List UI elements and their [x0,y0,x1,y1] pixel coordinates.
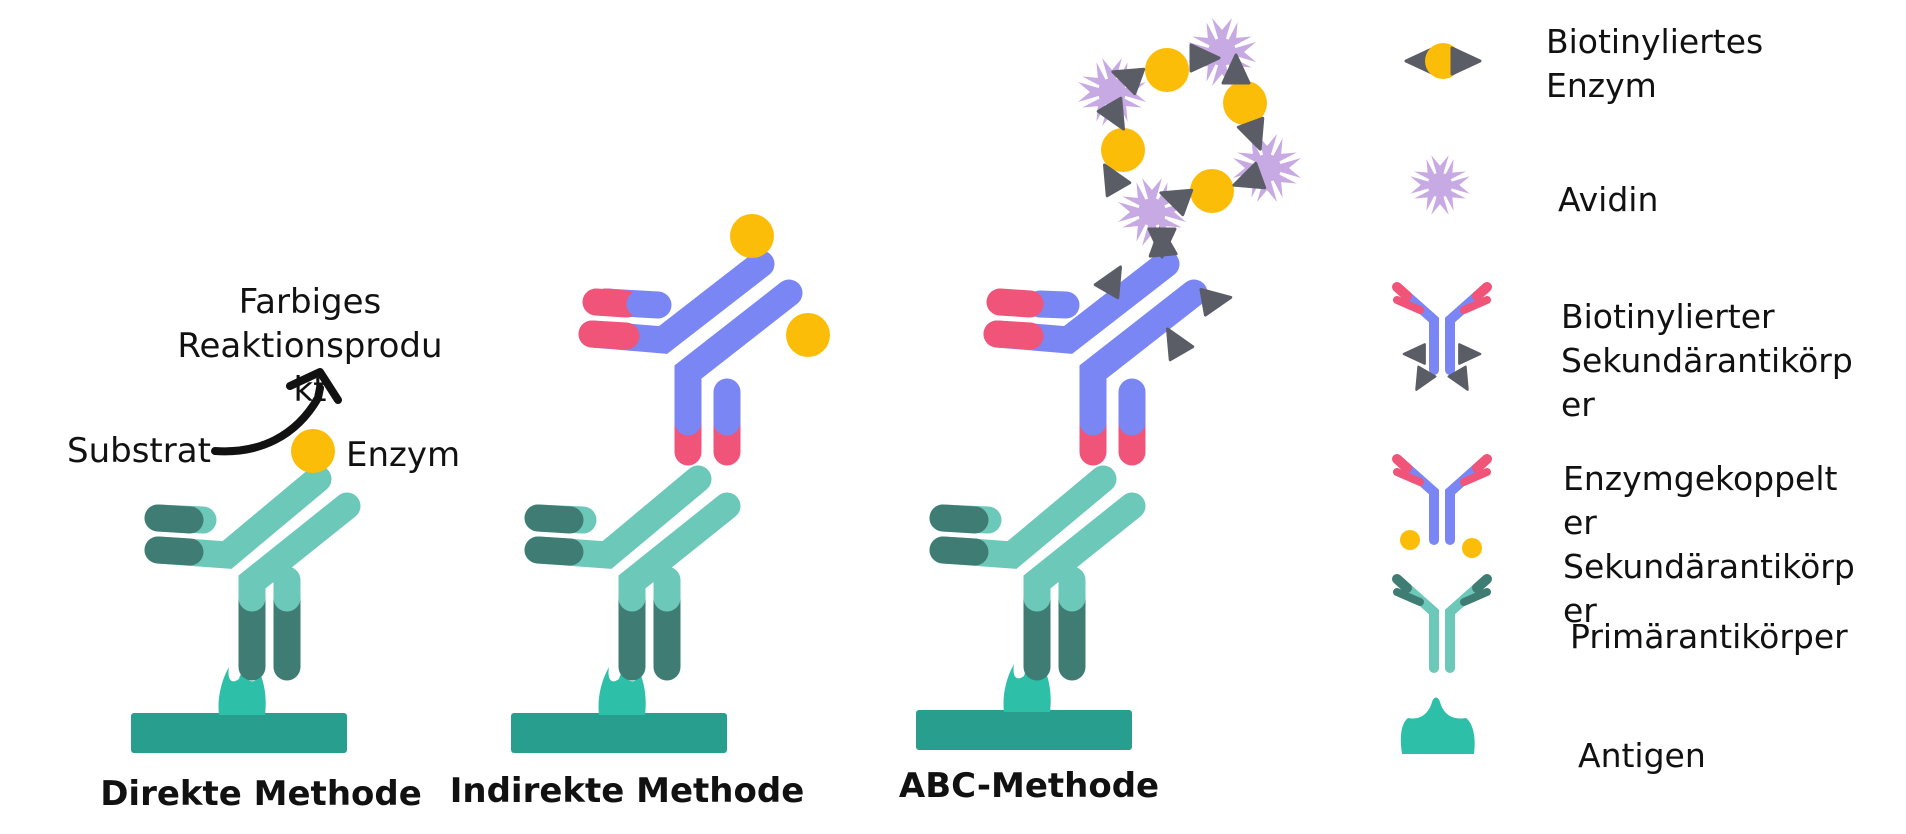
enzyme-circle [1101,128,1145,172]
avidin-icon [1233,134,1301,202]
enzyme-circle [730,214,774,258]
enzyme-circle [291,429,335,473]
method-title-direct: Direkte Methode [100,774,422,814]
enzyme-circle [1145,48,1189,92]
antigen-surface-1 [131,667,347,753]
antigen-surface-3 [916,664,1132,750]
legend-avidin: Avidin [1558,180,1658,219]
enzyme-circle [1223,81,1267,125]
enzyme-circle [1462,538,1482,558]
legend-biotinylated-enzyme-line-1: Biotinyliertes [1546,22,1763,61]
method-title-indirect: Indirekte Methode [450,771,805,811]
legend-enzyme-secondary-line-1: Enzymgekoppelt [1563,459,1838,498]
enzyme-circle [1190,169,1234,213]
secondary-antibody-enzyme [578,250,803,466]
legend-primary: Primärantikörper [1570,617,1848,656]
method-title-abc: ABC-Methode [899,766,1159,806]
legend-enzyme-secondary-icon [1392,454,1492,545]
legend-antigen-icon [1400,697,1475,754]
legend-enzyme-secondary-line-3: Sekundärantikörp [1563,547,1855,586]
legend-enzyme-secondary-line-2: er [1563,503,1597,542]
product-label-line-3: kt [293,370,326,410]
product-label-line-1: Farbiges [239,282,382,322]
arrow-head-icon [286,368,342,404]
biotin-icon [1402,343,1426,365]
enzyme-circle [1400,530,1420,550]
legend-biotinylated-enzyme-line-2: Enzym [1546,66,1657,105]
substrate-label: Substrat [67,431,211,471]
biotin-icon [1458,343,1482,365]
reaction-arrow [211,384,324,456]
legend-enzyme-secondary-line-4: er [1563,591,1597,630]
legend-avidin-icon [1410,155,1470,215]
primary-antibody-2 [524,465,741,681]
legend-biotinylated-secondary-line-1: Biotinylierter [1561,297,1775,336]
panel-abc: ABC-Methode [899,18,1301,806]
legend: Biotinyliertes Enzym Avidin Biotinyliert… [1392,22,1855,775]
legend-biotinylated-secondary-icon [1392,282,1492,375]
legend-antigen: Antigen [1578,736,1706,775]
product-label-line-2: Reaktionsprodu [177,326,442,366]
antigen-surface-2 [511,667,727,753]
legend-primary-icon [1392,574,1492,673]
primary-antibody-3 [929,465,1146,681]
primary-antibody-1 [144,465,361,681]
legend-biotinylated-enzyme-icon [1404,43,1482,79]
secondary-antibody-biotinylated [983,250,1208,466]
enzyme-label: Enzym [346,435,460,475]
panel-direct: Farbiges Reaktionsprodu kt Substrat Enzy… [67,282,460,814]
panel-indirect: Indirekte Methode [450,214,830,811]
enzyme-circle [786,313,830,357]
abc-complex [1078,18,1301,259]
legend-biotinylated-secondary-line-2: Sekundärantikörp [1561,341,1853,380]
legend-biotinylated-secondary-line-3: er [1561,385,1595,424]
